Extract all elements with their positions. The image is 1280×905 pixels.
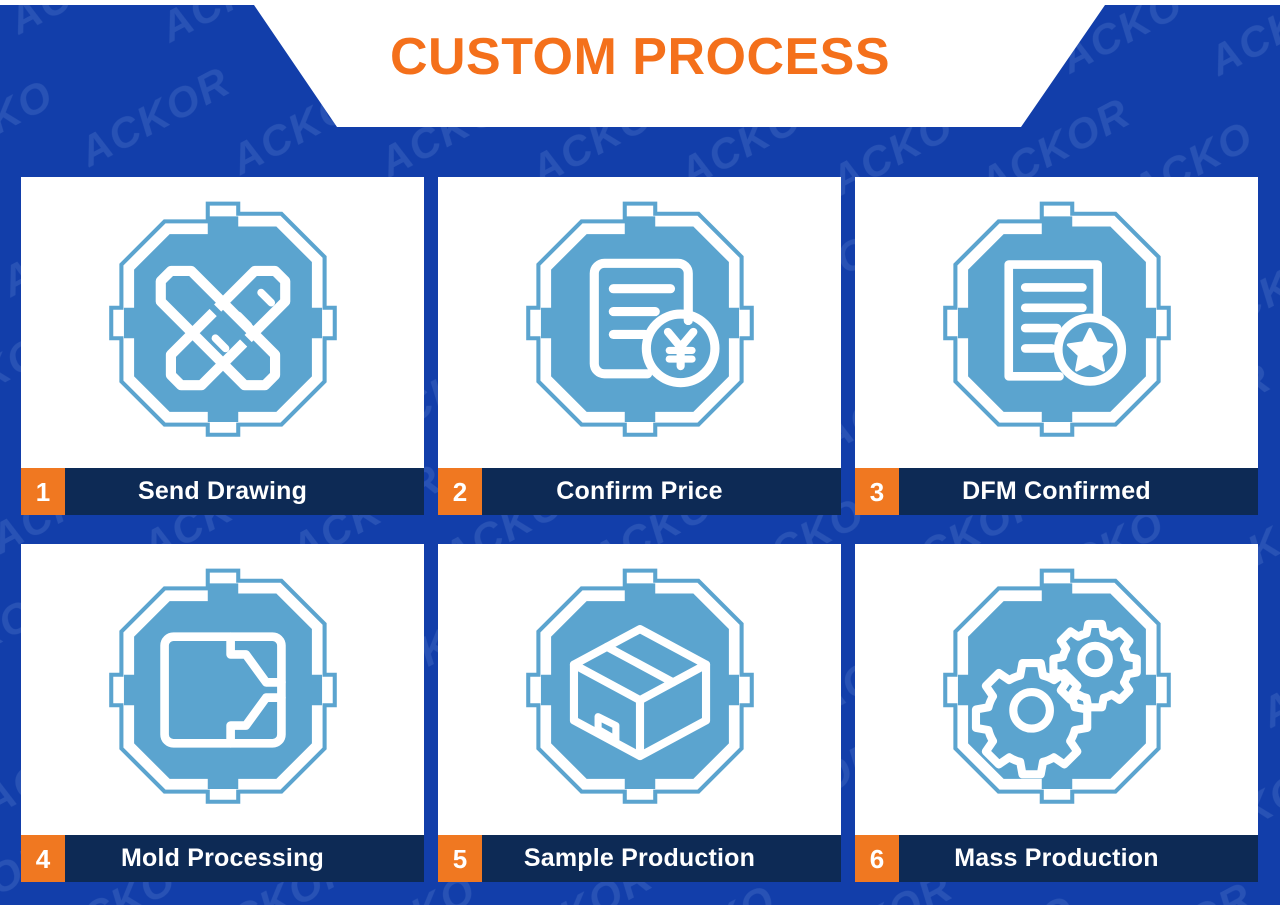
process-step-card[interactable]: 5 Sample Production [438,544,841,882]
certificate-star-icon [942,201,1171,437]
step-number-badge: 2 [438,468,482,515]
icon-area [855,177,1258,468]
step-number-badge: 3 [855,468,899,515]
document-yen-icon [525,201,754,437]
card-label-bar: 2 Confirm Price [438,468,841,515]
process-step-card[interactable]: 1 Send Drawing [21,177,424,515]
step-title: Mass Production [954,844,1159,872]
package-box-icon [525,568,754,804]
process-step-card[interactable]: 3 DFM Confirmed [855,177,1258,515]
icon-area [855,544,1258,835]
mold-die-icon [108,568,337,804]
icon-area [438,177,841,468]
icon-area [21,177,424,468]
step-number-badge: 1 [21,468,65,515]
step-number-badge: 5 [438,835,482,882]
step-title: Sample Production [523,844,756,872]
icon-area [21,544,424,835]
process-step-card[interactable]: 6 Mass Production [855,544,1258,882]
step-number-badge: 6 [855,835,899,882]
gears-icon [942,568,1171,804]
step-title: DFM Confirmed [962,477,1151,505]
step-title: Mold Processing [120,844,325,872]
step-number-badge: 4 [21,835,65,882]
process-step-card[interactable]: 4 Mold Processing [21,544,424,882]
step-title: Send Drawing [137,477,308,505]
page-title: CUSTOM PROCESS [389,28,891,86]
card-label-bar: 5 Sample Production [438,835,841,882]
process-steps-grid: 1 Send Drawing [21,177,1259,882]
card-label-bar: 1 Send Drawing [21,468,424,515]
step-title: Confirm Price [556,477,723,505]
card-label-bar: 3 DFM Confirmed [855,468,1258,515]
header-banner: CUSTOM PROCESS [0,0,1280,127]
process-step-card[interactable]: 2 Confirm Price [438,177,841,515]
card-label-bar: 4 Mold Processing [21,835,424,882]
card-label-bar: 6 Mass Production [855,835,1258,882]
pencil-ruler-icon [108,201,337,437]
icon-area [438,544,841,835]
